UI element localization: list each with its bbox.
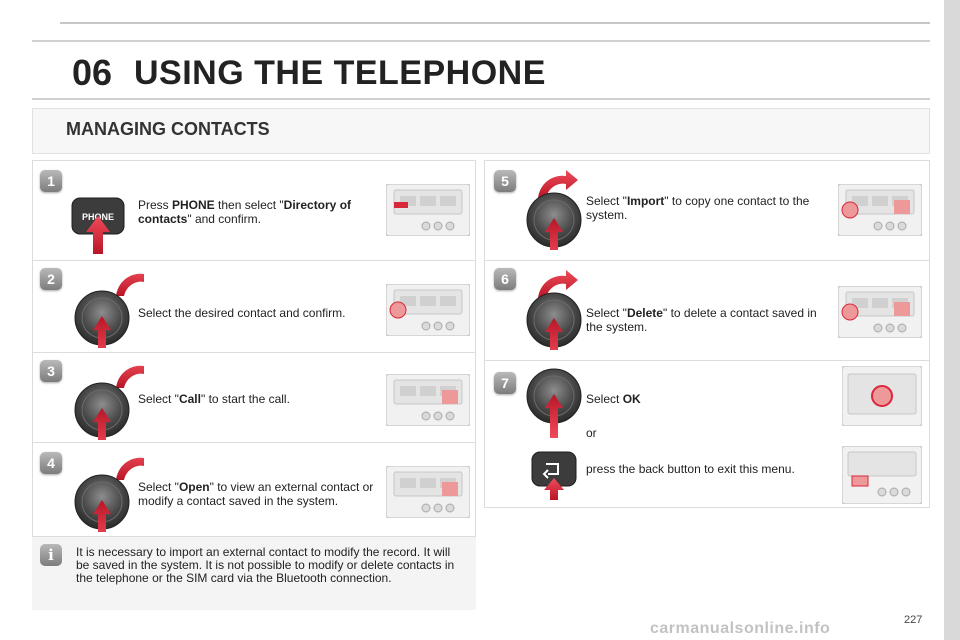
note-panel xyxy=(32,536,476,610)
info-icon: i xyxy=(40,544,62,566)
step-divider xyxy=(484,260,930,261)
radio-unit-icon xyxy=(386,184,470,236)
step-2-instruction: Select the desired contact and confirm. xyxy=(138,306,346,320)
step-number-5: 5 xyxy=(494,170,516,192)
step-divider xyxy=(32,352,476,353)
section-title: MANAGING CONTACTS xyxy=(66,119,270,139)
back-button-icon xyxy=(531,451,577,500)
step-5-instruction: Select "Import" to copy one contact to t… xyxy=(586,194,810,222)
watermark: carmanualsonline.info xyxy=(650,620,831,637)
rotary-dial-icon xyxy=(526,368,582,438)
step-number-4: 4 xyxy=(40,452,62,474)
section-panel xyxy=(32,108,930,154)
back-instruction: press the back button to exit this menu. xyxy=(586,462,795,476)
radio-unit-icon xyxy=(386,374,470,426)
chapter-number: 06 xyxy=(72,52,113,93)
radio-unit-icon xyxy=(386,284,470,336)
radio-unit-icon xyxy=(386,466,470,518)
step-6-instruction: Select "Delete" to delete a contact save… xyxy=(586,306,817,334)
rotary-dial-icon xyxy=(74,268,144,348)
page-edge-strip xyxy=(944,0,960,640)
step-3-instruction: Select "Call" to start the call. xyxy=(138,392,290,406)
radio-unit-icon xyxy=(842,366,922,426)
step-divider xyxy=(32,260,476,261)
step-divider xyxy=(484,360,930,361)
or-label: or xyxy=(586,426,597,440)
step-4-instruction: Select "Open" to view an external contac… xyxy=(138,480,374,508)
page-number: 227 xyxy=(904,614,923,626)
step-number-6: 6 xyxy=(494,268,516,290)
step-number-1: 1 xyxy=(40,170,62,192)
phone-button-icon: PHONE xyxy=(71,197,125,254)
step-7-instruction: Select OK xyxy=(586,392,641,406)
radio-unit-icon xyxy=(842,446,922,504)
chapter-title: USING THE TELEPHONE xyxy=(134,54,546,92)
radio-unit-icon xyxy=(838,184,922,236)
top-rule xyxy=(60,22,930,24)
step-number-2: 2 xyxy=(40,268,62,290)
radio-unit-icon xyxy=(838,286,922,338)
step-divider xyxy=(32,442,476,443)
rotary-dial-icon xyxy=(74,360,144,440)
step-number-7: 7 xyxy=(494,372,516,394)
rotary-dial-icon xyxy=(74,452,144,532)
note-text: It is necessary to import an external co… xyxy=(76,545,455,585)
chapter-header xyxy=(32,40,930,100)
step-number-3: 3 xyxy=(40,360,62,382)
step-1-instruction: Press PHONE then select "Directory of co… xyxy=(138,198,352,226)
